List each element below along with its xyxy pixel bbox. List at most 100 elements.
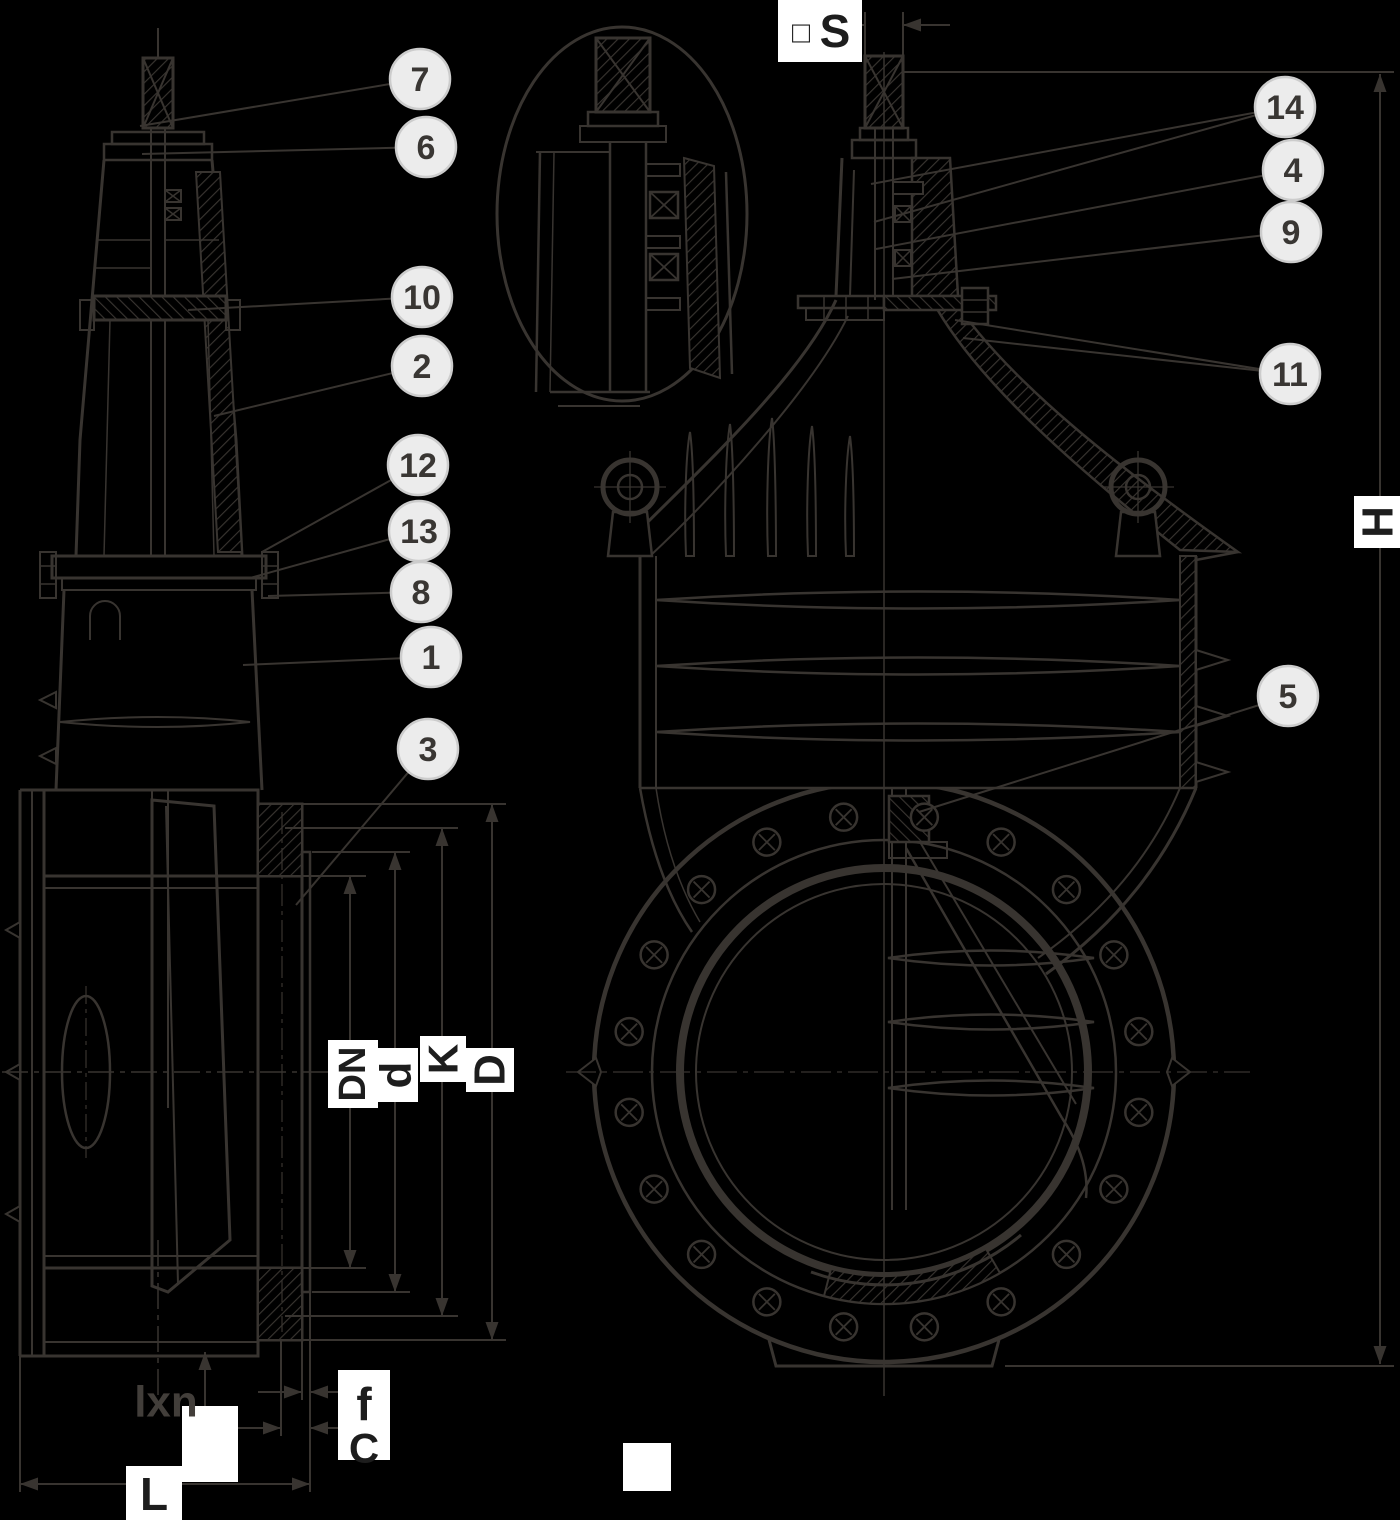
- flange-bolt-holes: [614, 802, 1154, 1342]
- bolt-hole: [909, 1312, 940, 1342]
- callout-10: 10: [390, 265, 454, 329]
- dim-label-k: K: [420, 1036, 467, 1082]
- dimension-labels: □ S H DN d K D lxn f C: [126, 0, 1400, 1520]
- bolt-hole: [828, 802, 859, 832]
- leader-line-9: [891, 231, 1292, 280]
- leader-line-10: [187, 296, 423, 311]
- bolt-hole: [1124, 1097, 1154, 1128]
- bolt-hole: [639, 1174, 669, 1204]
- bolt-hole: [614, 1097, 644, 1128]
- arrowhead: [1373, 74, 1387, 92]
- bolt-hole: [1124, 1016, 1154, 1047]
- callout-number: 14: [1266, 89, 1304, 127]
- blank-white-box-center: [623, 1443, 671, 1491]
- arrowhead: [388, 852, 402, 870]
- leader-line-2: [213, 365, 423, 417]
- arrowhead: [292, 1477, 310, 1491]
- callout-4: 4: [1261, 138, 1325, 202]
- arrowhead: [284, 1385, 302, 1399]
- arrowhead: [343, 876, 357, 894]
- callout-number: 11: [1272, 356, 1308, 394]
- leader-line-11: [962, 337, 1291, 375]
- arrowhead: [485, 1322, 499, 1340]
- svg-text:DN: DN: [332, 1047, 374, 1102]
- lifting-eye-right: [1102, 451, 1174, 558]
- callout-number: 6: [417, 129, 436, 167]
- arrowhead: [343, 1250, 357, 1268]
- bonnet: [796, 54, 998, 326]
- bolt-hole: [686, 874, 717, 905]
- callout-7: 7: [388, 47, 452, 111]
- dim-label-d-small: d: [372, 1048, 421, 1102]
- flange-disc: [576, 779, 1192, 1365]
- c-label: C: [349, 1425, 379, 1472]
- svg-text:d: d: [372, 1062, 421, 1089]
- callout-number: 9: [1282, 214, 1301, 252]
- callout-6: 6: [394, 115, 458, 179]
- dim-label-l: L: [126, 1466, 182, 1520]
- leader-line-7: [139, 78, 421, 127]
- dim-label-d-big: D: [466, 1048, 515, 1092]
- arrowhead: [1373, 1346, 1387, 1364]
- bolt-hole: [614, 1016, 644, 1047]
- callout-3: 3: [396, 717, 460, 781]
- arrowhead: [310, 1385, 328, 1399]
- bolt-hole: [1099, 1174, 1129, 1204]
- bolt-hole: [639, 940, 669, 970]
- callout-number: 10: [403, 279, 441, 317]
- bolt-hole: [1099, 940, 1129, 970]
- leader-line-6: [141, 146, 427, 155]
- dim-label-lxn: lxn: [134, 1378, 198, 1427]
- bolt-hole: [828, 1312, 859, 1342]
- bolt-hole: [686, 1239, 717, 1270]
- arrowhead: [20, 1477, 38, 1491]
- bolt-hole: [752, 827, 782, 857]
- dim-label-s: □ S: [778, 0, 862, 62]
- svg-text:lxn: lxn: [134, 1378, 198, 1427]
- callout-number: 8: [412, 574, 431, 612]
- blank-white-box-left: [182, 1406, 238, 1482]
- arrowhead: [435, 1298, 449, 1316]
- leader-line-11: [954, 319, 1291, 375]
- s-square-prefix: □: [792, 17, 811, 50]
- leader-line-1: [242, 656, 432, 666]
- left-view-section: [2, 28, 340, 1404]
- callout-number: 7: [411, 61, 430, 99]
- callout-1: 1: [399, 625, 463, 689]
- callout-13: 13: [387, 499, 451, 563]
- bolt-hole: [1051, 874, 1082, 905]
- callout-number: 5: [1279, 678, 1298, 716]
- callout-number: 12: [399, 447, 437, 485]
- svg-text:H: H: [1354, 506, 1400, 538]
- leader-line-5: [918, 695, 1289, 813]
- callout-number: 3: [419, 731, 438, 769]
- s-label: S: [820, 5, 851, 57]
- arrowhead: [263, 1421, 281, 1435]
- callout-number: 4: [1284, 152, 1303, 190]
- svg-text:D: D: [466, 1054, 515, 1086]
- dim-label-f-c: f C: [338, 1370, 390, 1472]
- callout-number: 1: [422, 639, 441, 677]
- arrowhead: [903, 18, 921, 32]
- callout-12: 12: [386, 433, 450, 497]
- callout-8: 8: [389, 560, 453, 624]
- bolt-hole: [986, 827, 1016, 857]
- arrowhead: [198, 1352, 212, 1370]
- detail-view-balloon: [495, 25, 749, 407]
- arrowhead: [388, 1274, 402, 1292]
- callout-11: 11: [1258, 342, 1322, 406]
- svg-text:K: K: [420, 1044, 467, 1074]
- svg-text:L: L: [140, 1468, 168, 1520]
- bolt-hole: [752, 1287, 782, 1317]
- bolt-hole: [1051, 1239, 1082, 1270]
- dim-label-h: H: [1354, 496, 1400, 548]
- callout-9: 9: [1259, 200, 1323, 264]
- leader-line-4: [875, 169, 1294, 250]
- callout-2: 2: [390, 334, 454, 398]
- callout-14: 14: [1253, 75, 1317, 139]
- arrowhead: [435, 828, 449, 846]
- body-drum: [638, 555, 1232, 976]
